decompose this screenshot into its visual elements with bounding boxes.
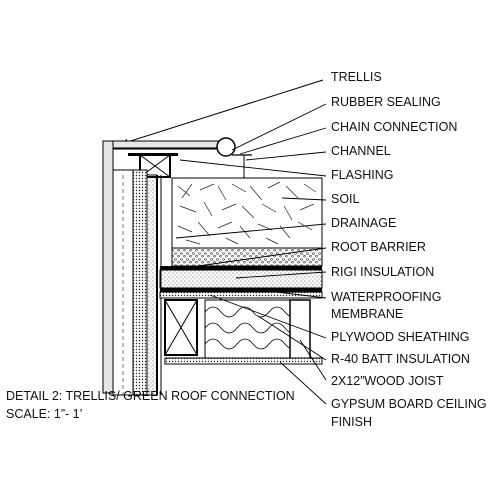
- label-waterproofing: WATERPROOFING: [331, 290, 441, 304]
- chain-connection: [216, 137, 236, 157]
- label-channel: CHANNEL: [331, 144, 391, 158]
- label-rigi-insulation: RIGI INSULATION: [331, 265, 434, 279]
- label-batt-insulation: R-40 BATT INSULATION: [331, 352, 470, 366]
- root-barrier: [160, 266, 322, 270]
- trellis-leader: [117, 79, 324, 146]
- label-root-barrier: ROOT BARRIER: [331, 240, 426, 254]
- label-rubber-sealing: RUBBER SEALING: [331, 95, 441, 109]
- label-finish: FINISH: [331, 415, 372, 429]
- leader-lines: [175, 103, 327, 405]
- waterproofing-membrane: [160, 288, 322, 292]
- label-flashing: FLASHING: [331, 168, 394, 182]
- label-membrane: MEMBRANE: [331, 307, 403, 321]
- label-chain-connection: CHAIN CONNECTION: [331, 120, 457, 134]
- label-gypsum-ceiling: GYPSUM BOARD CEILING: [331, 397, 487, 411]
- label-drainage: DRAINAGE: [331, 216, 396, 230]
- plywood-sheathing: [159, 291, 323, 299]
- rigid-insulation: [159, 269, 323, 289]
- gypsum-ceiling: [164, 357, 323, 365]
- label-wood-joist: 2X12”WOOD JOIST: [331, 374, 444, 388]
- detail-title: DETAIL 2: TRELLIS/ GREEN ROOF CONNECTION: [6, 389, 295, 403]
- detail-scale: SCALE: 1”- 1’: [6, 407, 82, 421]
- label-column: TRELLIS RUBBER SEALING CHAIN CONNECTION …: [331, 70, 487, 429]
- label-trellis: TRELLIS: [331, 70, 382, 84]
- joist-block: [164, 299, 198, 356]
- wall-assembly: [112, 169, 162, 396]
- label-plywood-sheathing: PLYWOOD SHEATHING: [331, 330, 469, 344]
- label-soil: SOIL: [331, 192, 360, 206]
- drainage-layer: [171, 247, 323, 267]
- soil-layer: [171, 177, 323, 249]
